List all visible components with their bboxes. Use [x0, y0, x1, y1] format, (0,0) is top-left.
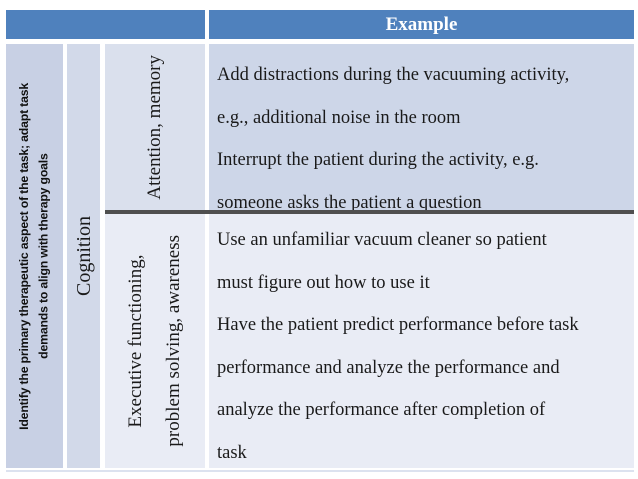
- example-row2-line-4: performance and analyze the performance …: [217, 357, 560, 378]
- subcategory-row2-text: Executive functioning, problem solving, …: [117, 235, 193, 447]
- example-row2-cell: Use an unfamiliar vacuum cleaner so pati…: [209, 214, 634, 468]
- example-row2-line-2: must figure out how to use it: [217, 272, 430, 293]
- subcategory-row2-line-2: problem solving, awareness: [163, 235, 184, 447]
- goal-column-cell: Identify the primary therapeutic aspect …: [6, 44, 63, 468]
- example-row1-cell: Add distractions during the vacuuming ac…: [209, 44, 634, 213]
- subcategory-row2-cell: Executive functioning, problem solving, …: [105, 214, 205, 468]
- example-row2-line-3: Have the patient predict performance bef…: [217, 315, 579, 335]
- example-row2-line-5: analyze the performance after completion…: [217, 400, 546, 420]
- example-row1-line-2: e.g., additional noise in the room: [217, 107, 461, 128]
- subcategory-row1-text: Attention, memory: [144, 54, 165, 200]
- bottom-hairline: [6, 470, 634, 472]
- header-example-cell: Example: [209, 10, 634, 39]
- goal-line-2: demands to align with therapy goals: [36, 153, 51, 359]
- category-column-cell: Cognition: [67, 44, 100, 468]
- goal-line-1: Identify the primary therapeutic aspect …: [17, 82, 31, 430]
- example-row2-line-1: Use an unfamiliar vacuum cleaner so pati…: [217, 230, 547, 250]
- subcategory-row1-cell: Attention, memory: [105, 44, 205, 210]
- example-row1-line-4: someone asks the patient a question: [217, 192, 482, 213]
- example-row2-line-6: task: [217, 442, 247, 463]
- example-row1-line-1: Add distractions during the vacuuming ac…: [217, 65, 570, 85]
- header-blank-cell: [6, 10, 205, 39]
- example-row1-line-3: Interrupt the patient during the activit…: [217, 150, 539, 170]
- subcategory-row2-line-1: Executive functioning,: [125, 254, 146, 428]
- example-header-label: Example: [385, 13, 458, 35]
- goal-column-text: Identify the primary therapeutic aspect …: [15, 83, 54, 430]
- row-divider-line: [105, 210, 634, 214]
- category-label: Cognition: [72, 215, 95, 296]
